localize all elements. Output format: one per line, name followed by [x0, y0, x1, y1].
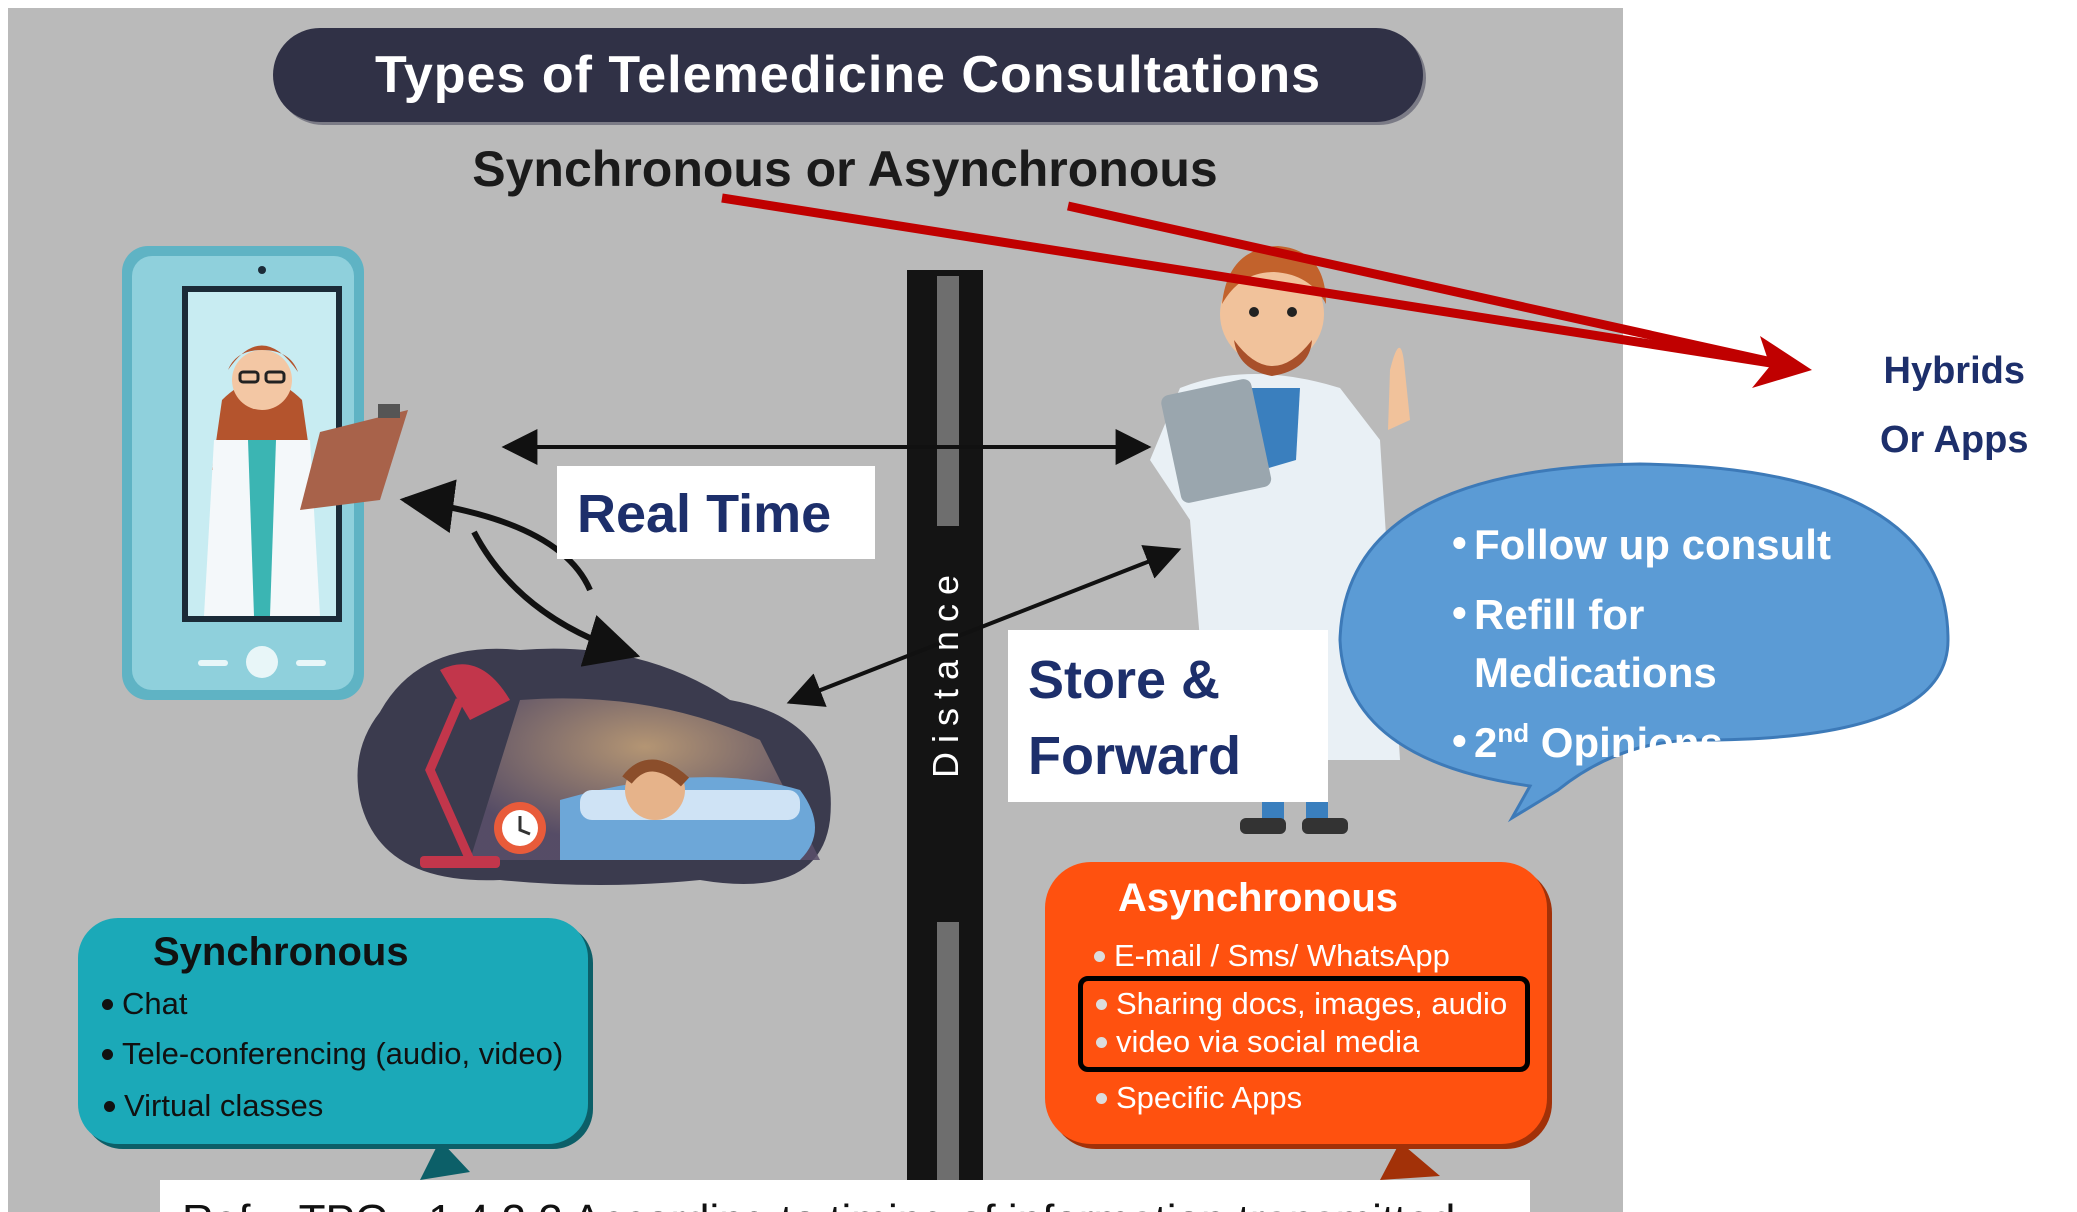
asynchronous-title: Asynchronous [1118, 876, 1399, 920]
bubble-item-opinions: 2nd Opinions [1452, 712, 1831, 772]
real-time-label: Real Time [557, 466, 875, 559]
hybrids-line-1: Hybrids [1883, 350, 2025, 392]
async-item-sharing-line-2: video via social media [1095, 1024, 1420, 1059]
bubble-list: Follow up consult Refill for Medications… [1452, 514, 1831, 772]
sync-item-chat: Chat [101, 986, 188, 1021]
hybrids-line-2: Or Apps [1880, 419, 2029, 461]
subtitle: Synchronous or Asynchronous [472, 141, 1218, 197]
bubble-item-opinions-suffix: nd [1497, 717, 1530, 748]
store-forward-line-2: Forward [1028, 726, 1242, 786]
synchronous-box: Synchronous Chat Tele-conferencing (audi… [78, 918, 588, 1144]
async-item-email: E-mail / Sms/ WhatsApp [1094, 938, 1450, 973]
page-title: Types of Telemedicine Consultations [273, 28, 1423, 122]
hybrids-note: Hybrids Or Apps [1880, 337, 2029, 475]
sleeping-patient-illustration [357, 648, 831, 885]
asynchronous-box: Asynchronous E-mail / Sms/ WhatsApp Shar… [1045, 862, 1547, 1144]
curved-arrow-up [399, 479, 593, 592]
distance-label: Distance [925, 565, 966, 779]
phone-doctor-illustration [122, 246, 408, 700]
async-highlight-frame [1078, 976, 1530, 1072]
sync-item-teleconferencing: Tele-conferencing (audio, video) [101, 1036, 564, 1071]
bubble-item-opinions-text: Opinions [1529, 718, 1723, 766]
async-item-sharing-line-1: Sharing docs, images, audio [1095, 986, 1508, 1021]
sync-item-virtual-classes: Virtual classes [103, 1088, 324, 1123]
reference-strip: Ref – TPG - 1.4.2.2 According to timing … [160, 1180, 1530, 1212]
bubble-item-opinions-number: 2 [1474, 718, 1498, 766]
real-time-text: Real Time [577, 484, 832, 544]
curved-arrow-down [471, 530, 641, 667]
distance-pole [907, 270, 983, 1212]
reference-text: Ref – TPG - 1.4.2.2 According to timing … [182, 1196, 1455, 1212]
bubble-item-follow-up: Follow up consult [1452, 514, 1831, 574]
async-box-tail [1380, 1142, 1440, 1180]
store-forward-arrow [786, 545, 1182, 707]
red-arrows [721, 193, 1812, 388]
bubble-item-refill-line-2: Medications [1474, 648, 1717, 696]
bubble-item-refill: Refill for Medications [1452, 584, 1831, 702]
synchronous-title: Synchronous [153, 930, 409, 974]
sync-box-tail [420, 1140, 470, 1180]
async-item-specific-apps: Specific Apps [1095, 1080, 1303, 1115]
store-forward-label: Store & Forward [1008, 630, 1328, 802]
bubble-item-refill-line-1: Refill for [1474, 590, 1645, 638]
store-forward-line-1: Store & [1028, 650, 1221, 710]
